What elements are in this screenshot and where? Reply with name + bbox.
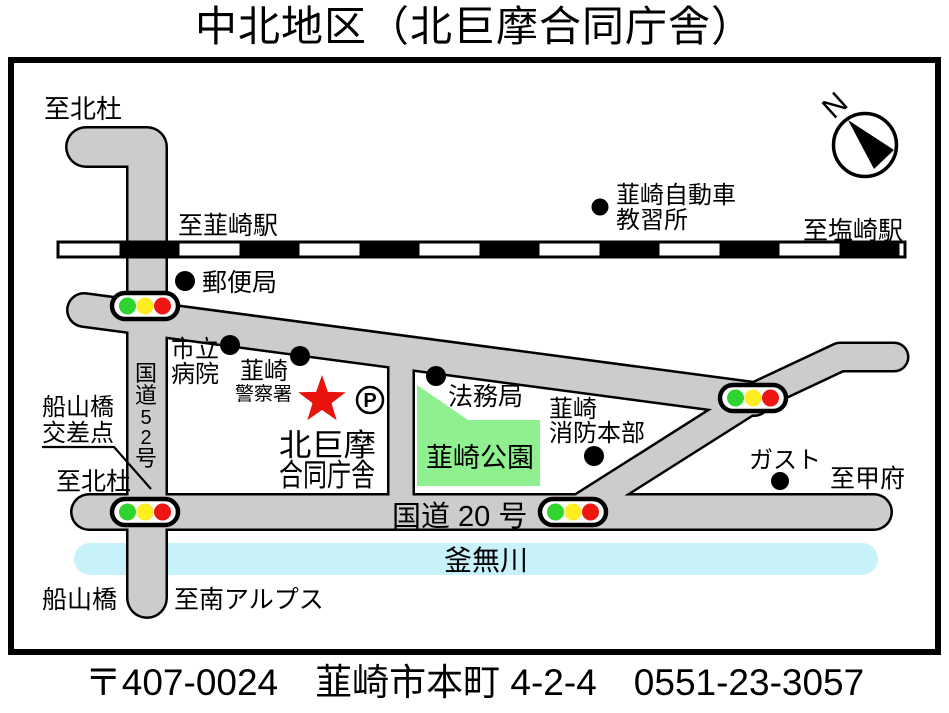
parking-letter: P: [363, 390, 376, 412]
page-title: 中北地区（北巨摩合同庁舎）: [194, 3, 754, 50]
route52-char: 号: [135, 446, 157, 471]
hokuto-bottom-label: 至北杜: [56, 468, 131, 496]
signal-route52-north: [109, 290, 181, 322]
northeast-road: [561, 344, 907, 525]
route52-char: 2: [140, 427, 151, 449]
fire-dept-dot: [584, 446, 604, 466]
shiozaki-station-label: 至塩崎駅: [803, 217, 903, 245]
destination-star-icon: [298, 375, 346, 421]
nirasaki-park-area: [417, 385, 540, 486]
driving-school-label-1: 韮崎自動車: [616, 182, 736, 209]
compass-needle-icon: [848, 120, 894, 169]
parking-circle: [355, 385, 385, 415]
gusto-label: ガスト: [749, 447, 821, 474]
map-labels: 至北杜 至韮崎駅 至塩崎駅 韮崎自動車 教習所 郵便局 市立 病院 韮崎 警察署…: [42, 94, 905, 614]
route20-label: 国道 20 号: [392, 500, 527, 533]
hospital-label-2: 病院: [171, 361, 219, 388]
signal-green-lamp: [547, 503, 564, 521]
diagonal-road: [68, 294, 770, 415]
police-label-2: 警察署: [235, 383, 292, 405]
route52-char: 5: [140, 407, 151, 429]
poi-dots: [175, 198, 789, 490]
funayama-junction-label-2: 交差点: [42, 420, 114, 447]
hospital-label-1: 市立: [171, 336, 219, 363]
signal-funayama-crossing: [109, 496, 181, 528]
office-label-2: 合同庁舎: [279, 458, 375, 493]
gusto-dot: [771, 472, 789, 490]
footer-address: 〒407-0024 韮崎市本町 4-2-4 0551-23-3057: [84, 662, 865, 703]
legal-affairs-dot: [426, 366, 446, 386]
park-label: 韮崎公園: [426, 443, 534, 473]
signal-yellow-lamp: [564, 503, 582, 521]
funayama-bridge-label: 船山橋: [42, 586, 117, 614]
junction-leader-line: [42, 445, 152, 490]
route52-char: 道: [135, 383, 157, 408]
railway: [56, 240, 907, 259]
signal-red-lamp: [154, 297, 171, 315]
police-label-1: 韮崎: [240, 358, 288, 385]
route52-label: 国 道 5 2 号: [135, 361, 157, 471]
signal-green-lamp: [119, 297, 136, 315]
traffic-signals: [109, 290, 789, 528]
minami-alps-label: 至南アルプス: [174, 586, 324, 614]
signal-green-lamp: [727, 389, 744, 407]
funayama-junction-label-1: 船山橋: [42, 394, 114, 421]
driving-school-label-2: 教習所: [616, 207, 688, 234]
signal-red-lamp: [154, 503, 171, 521]
driving-school-dot: [591, 198, 609, 216]
kofu-label: 至甲府: [830, 465, 905, 493]
signal-diagonal-crossing: [717, 382, 789, 414]
route52-char: 国: [135, 361, 157, 386]
river-label: 釜無川: [444, 545, 528, 576]
hokuto-top-label: 至北杜: [44, 94, 122, 124]
signal-yellow-lamp: [136, 503, 154, 521]
signal-yellow-lamp: [744, 389, 762, 407]
parking-icon: P: [355, 385, 385, 415]
signal-yellow-lamp: [136, 297, 154, 315]
legal-affairs-label: 法務局: [448, 383, 523, 411]
signal-red-lamp: [762, 389, 779, 407]
post-office-dot: [175, 271, 195, 291]
fire-dept-label-1: 韮崎: [549, 396, 597, 423]
route52-road: [67, 128, 166, 617]
fire-dept-label-2: 消防本部: [549, 420, 645, 447]
signal-green-lamp: [119, 503, 136, 521]
post-office-label: 郵便局: [202, 269, 277, 297]
nirasaki-station-label: 至韮崎駅: [178, 212, 278, 240]
hospital-dot: [220, 335, 240, 355]
road-surfaces: [67, 128, 907, 617]
signal-red-lamp: [582, 503, 599, 521]
office-label-1: 北巨摩: [279, 428, 376, 463]
police-dot: [290, 346, 310, 366]
signal-route20-east: [537, 496, 609, 528]
